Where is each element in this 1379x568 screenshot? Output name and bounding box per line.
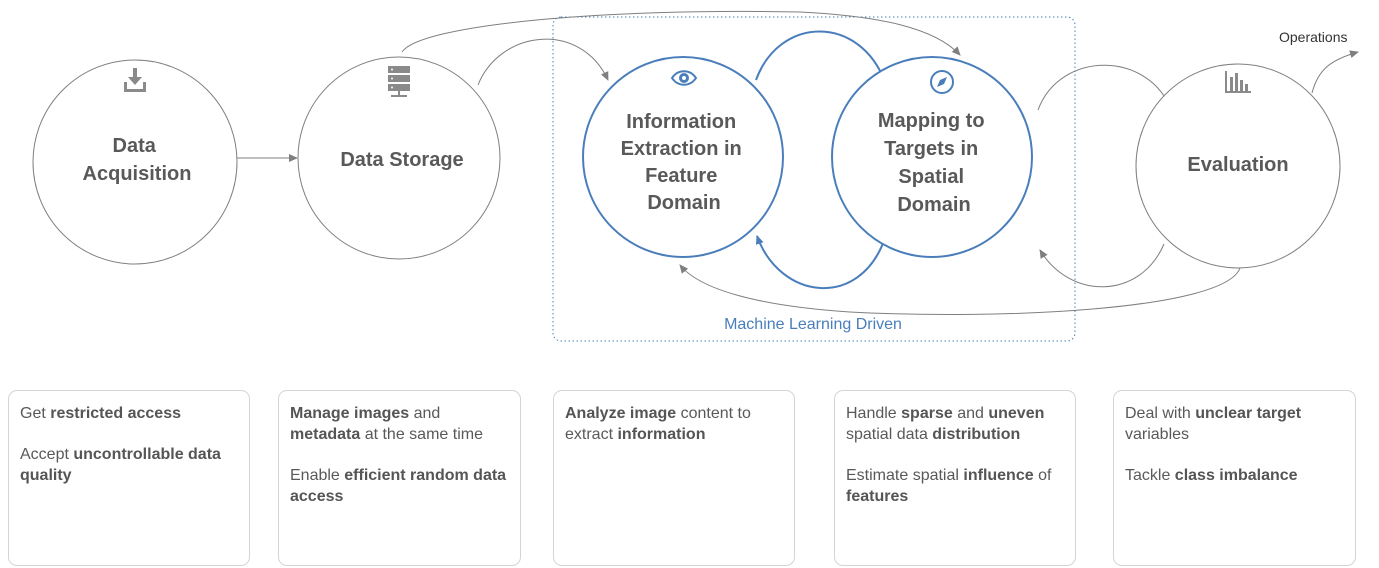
bold-text: restricted access: [50, 405, 181, 422]
title-line: Extraction in: [621, 138, 742, 160]
information-extraction-title: Information Extraction in Feature Domain: [621, 111, 748, 214]
card-text: Handle: [846, 405, 902, 422]
card-text: content to extract: [565, 405, 751, 443]
title-line: Domain: [647, 192, 720, 214]
bold-text: unclear target: [1195, 405, 1302, 422]
bold-text: features: [846, 488, 909, 505]
bold-text: influence: [963, 467, 1034, 484]
title-line: Targets in: [884, 138, 978, 160]
card-text: spatial data: [846, 426, 933, 443]
title-line: Data: [113, 135, 157, 157]
bold-text: sparse: [901, 405, 953, 422]
pipeline-diagram: Machine Learning Driven Operations: [32, 10, 1359, 342]
bold-text: metadata: [290, 426, 361, 443]
card-text: variables: [1125, 426, 1190, 443]
ml-region-box: [552, 16, 1076, 342]
mapping-targets-title: Mapping to Targets in Spatial Domain: [878, 110, 990, 216]
mapping-to-extraction-arrow: [755, 235, 886, 290]
card-paragraph: Estimate spatial influence of features: [846, 465, 1065, 507]
title-line: Information: [626, 111, 736, 133]
card-text: Enable: [290, 467, 345, 484]
storage-to-extraction-arrow: [477, 38, 609, 86]
bold-text: Manage images: [290, 405, 410, 422]
card-paragraph: Tackle class imbalance: [1125, 465, 1345, 486]
card-text: of: [1033, 467, 1052, 484]
card-paragraph: Deal with unclear target variables: [1125, 403, 1345, 445]
card-data-storage: Manage images and metadata at the same t…: [278, 390, 521, 566]
operations-label: Operations: [1279, 29, 1347, 45]
data-acquisition-node: [32, 59, 238, 265]
data-acquisition-title: Data Acquisition: [83, 135, 192, 185]
title-line: Acquisition: [83, 163, 192, 185]
ml-region-label: Machine Learning Driven: [724, 316, 902, 333]
card-information-extraction: Analyze image content to extract informa…: [553, 390, 795, 566]
card-text: Get: [20, 405, 51, 422]
bold-text: efficient random data access: [290, 467, 507, 505]
card-paragraph: Accept uncontrollable data quality: [20, 444, 239, 486]
bold-text: information: [617, 426, 706, 443]
card-paragraph: Handle sparse and uneven spatial data di…: [846, 403, 1065, 445]
card-text: Estimate spatial: [846, 467, 964, 484]
title-line: Mapping to: [878, 110, 985, 132]
card-mapping-targets: Handle sparse and uneven spatial data di…: [834, 390, 1076, 566]
server-icon: [388, 66, 410, 97]
card-paragraph: Enable efficient random data access: [290, 465, 510, 507]
card-text: Tackle: [1125, 467, 1175, 484]
card-paragraph: Manage images and metadata at the same t…: [290, 403, 510, 445]
title-line: Evaluation: [1187, 154, 1288, 176]
card-text: and: [409, 405, 441, 422]
eye-icon: [670, 70, 698, 86]
data-storage-node: [297, 56, 501, 260]
card-paragraph: Get restricted access: [20, 403, 239, 424]
title-line: Spatial: [898, 166, 964, 188]
title-line: Feature: [645, 165, 717, 187]
bold-text: distribution: [932, 426, 1021, 443]
card-paragraph: Analyze image content to extract informa…: [565, 403, 784, 445]
card-text: Deal with: [1125, 405, 1196, 422]
storage-to-mapping-arrow: [401, 10, 961, 56]
evaluation-to-mapping-arrow: [1039, 243, 1165, 288]
bold-text: class imbalance: [1174, 467, 1298, 484]
bold-text: uneven: [988, 405, 1045, 422]
data-storage-title: Data Storage: [340, 149, 463, 171]
card-text: at the same time: [360, 426, 483, 443]
evaluation-to-operations-arrow: [1311, 50, 1359, 94]
bold-text: uncontrollable data quality: [20, 446, 221, 484]
evaluation-to-extraction-arrow: [679, 264, 1241, 316]
card-text: and: [952, 405, 989, 422]
card-text: Accept: [20, 446, 74, 463]
compass-icon: [930, 70, 954, 94]
mapping-to-evaluation-arrow: [1037, 64, 1174, 113]
evaluation-node: [1135, 63, 1341, 269]
information-extraction-node: [582, 56, 784, 258]
mapping-targets-node: [831, 56, 1033, 258]
evaluation-title: Evaluation: [1187, 154, 1288, 176]
download-icon: [124, 68, 146, 92]
title-line: Domain: [897, 194, 970, 216]
title-line: Data Storage: [340, 149, 463, 171]
extraction-to-mapping-arrow: [755, 30, 886, 83]
bar-chart-icon: [1225, 71, 1251, 93]
bold-text: Analyze image: [565, 405, 677, 422]
